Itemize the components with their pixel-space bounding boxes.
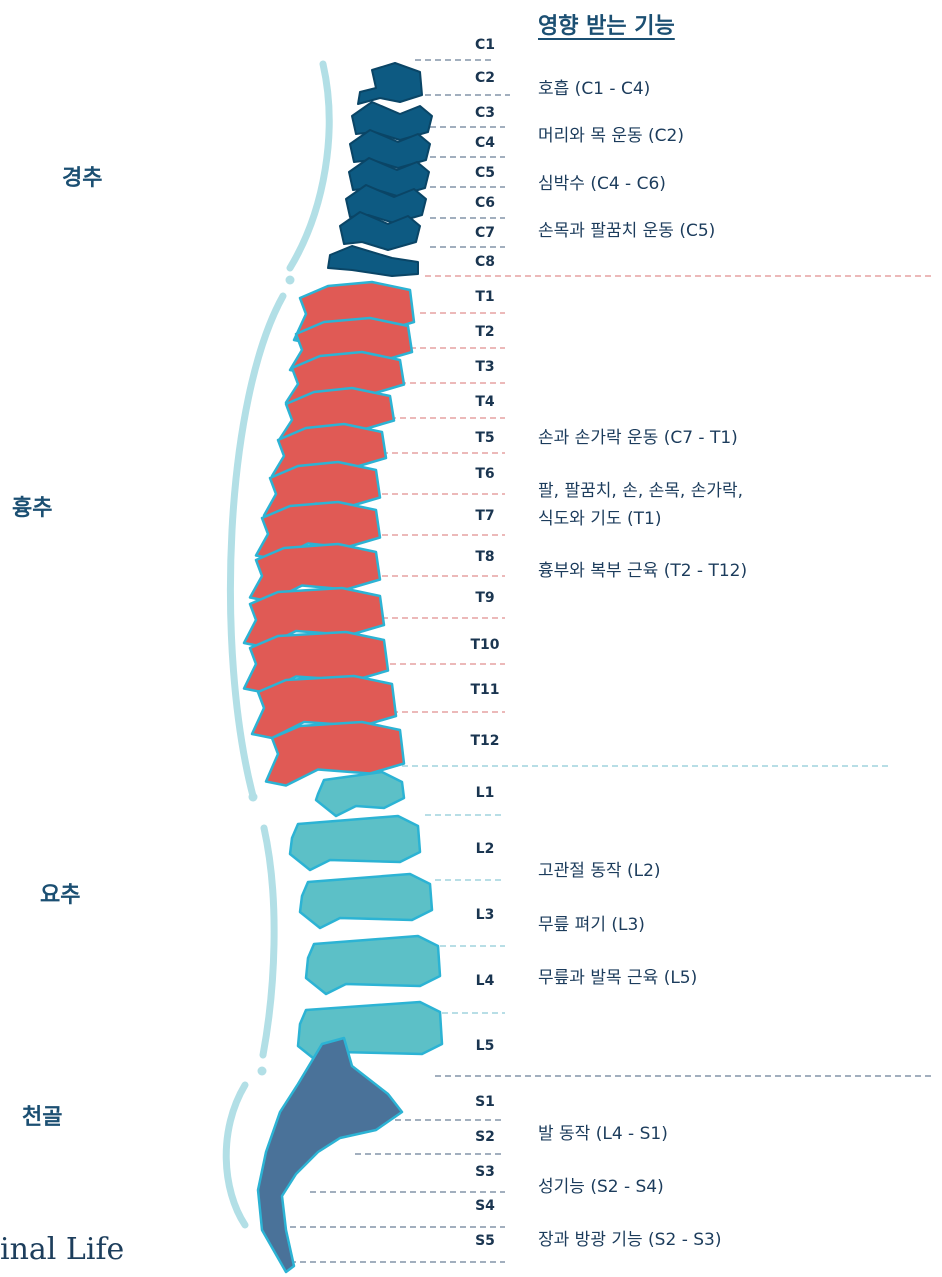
curve-joint-dot bbox=[249, 793, 258, 802]
vertebra-label-l4: L4 bbox=[450, 973, 520, 989]
vertebra-label-t11: T11 bbox=[450, 682, 520, 698]
vertebra-label-c1: C1 bbox=[450, 37, 520, 53]
vertebra-label-t8: T8 bbox=[450, 549, 520, 565]
vertebra-label-t5: T5 bbox=[450, 430, 520, 446]
vertebra-lumbar bbox=[290, 816, 420, 870]
vertebra-lumbar bbox=[300, 874, 432, 928]
vertebra-label-s3: S3 bbox=[450, 1164, 520, 1180]
vertebra-c7 bbox=[328, 246, 418, 276]
vertebra-label-l3: L3 bbox=[450, 907, 520, 923]
region-label-sacral: 천골 bbox=[22, 1099, 62, 1131]
vertebra-c2 bbox=[358, 63, 422, 104]
vertebra-label-t2: T2 bbox=[450, 324, 520, 340]
function-item: 흉부와 복부 근육 (T2 - T12) bbox=[538, 559, 747, 584]
curvature-guide bbox=[226, 1085, 245, 1225]
vertebrae-column bbox=[244, 63, 442, 1272]
vertebra-label-l2: L2 bbox=[450, 841, 520, 857]
function-item: 손과 손가락 운동 (C7 - T1) bbox=[538, 426, 738, 451]
vertebra-lumbar bbox=[306, 936, 440, 994]
curve-joint-dot bbox=[258, 1067, 267, 1076]
vertebra-label-t4: T4 bbox=[450, 394, 520, 410]
vertebra-label-c6: C6 bbox=[450, 195, 520, 211]
region-label-lumbar: 요추 bbox=[40, 877, 80, 909]
brand-logo-text: inal Life bbox=[0, 1232, 124, 1267]
function-item: 성기능 (S2 - S4) bbox=[538, 1175, 664, 1200]
function-item: 장과 방광 기능 (S2 - S3) bbox=[538, 1228, 721, 1253]
function-item: 식도와 기도 (T1) bbox=[538, 507, 661, 532]
region-label-cervical: 경추 bbox=[62, 160, 102, 192]
vertebra-label-l1: L1 bbox=[450, 785, 520, 801]
vertebra-label-c4: C4 bbox=[450, 135, 520, 151]
vertebra-label-t10: T10 bbox=[450, 637, 520, 653]
vertebra-label-s4: S4 bbox=[450, 1198, 520, 1214]
curve-joint-dot bbox=[286, 276, 295, 285]
affected-functions-heading: 영향 받는 기능 bbox=[538, 8, 675, 40]
vertebra-label-t3: T3 bbox=[450, 359, 520, 375]
vertebra-label-s2: S2 bbox=[450, 1129, 520, 1145]
vertebra-label-s1: S1 bbox=[450, 1094, 520, 1110]
vertebra-label-c7: C7 bbox=[450, 225, 520, 241]
vertebra-label-t12: T12 bbox=[450, 733, 520, 749]
function-item: 무릎 펴기 (L3) bbox=[538, 913, 645, 938]
vertebra-label-c3: C3 bbox=[450, 105, 520, 121]
sacrum-coccyx bbox=[258, 1038, 402, 1272]
function-item: 손목과 팔꿈치 운동 (C5) bbox=[538, 219, 715, 244]
curvature-guide bbox=[290, 64, 329, 268]
vertebra-label-s5: S5 bbox=[450, 1233, 520, 1249]
function-item: 머리와 목 운동 (C2) bbox=[538, 124, 684, 149]
vertebra-label-t1: T1 bbox=[450, 289, 520, 305]
vertebra-label-t6: T6 bbox=[450, 466, 520, 482]
vertebra-label-t9: T9 bbox=[450, 590, 520, 606]
vertebra-label-t7: T7 bbox=[450, 508, 520, 524]
function-item: 무릎과 발목 근육 (L5) bbox=[538, 966, 697, 991]
vertebra-label-l5: L5 bbox=[450, 1038, 520, 1054]
region-label-thoracic: 흉추 bbox=[12, 490, 52, 522]
function-item: 팔, 팔꿈치, 손, 손목, 손가락, bbox=[538, 479, 743, 504]
function-item: 고관절 동작 (L2) bbox=[538, 859, 661, 884]
curvature-guide bbox=[263, 828, 274, 1055]
function-item: 발 동작 (L4 - S1) bbox=[538, 1122, 668, 1147]
vertebra-label-c8: C8 bbox=[450, 254, 520, 270]
vertebra-lumbar bbox=[316, 772, 404, 816]
function-item: 호흡 (C1 - C4) bbox=[538, 77, 650, 102]
vertebra-label-c5: C5 bbox=[450, 165, 520, 181]
function-item: 심박수 (C4 - C6) bbox=[538, 172, 666, 197]
vertebra-label-c2: C2 bbox=[450, 70, 520, 86]
